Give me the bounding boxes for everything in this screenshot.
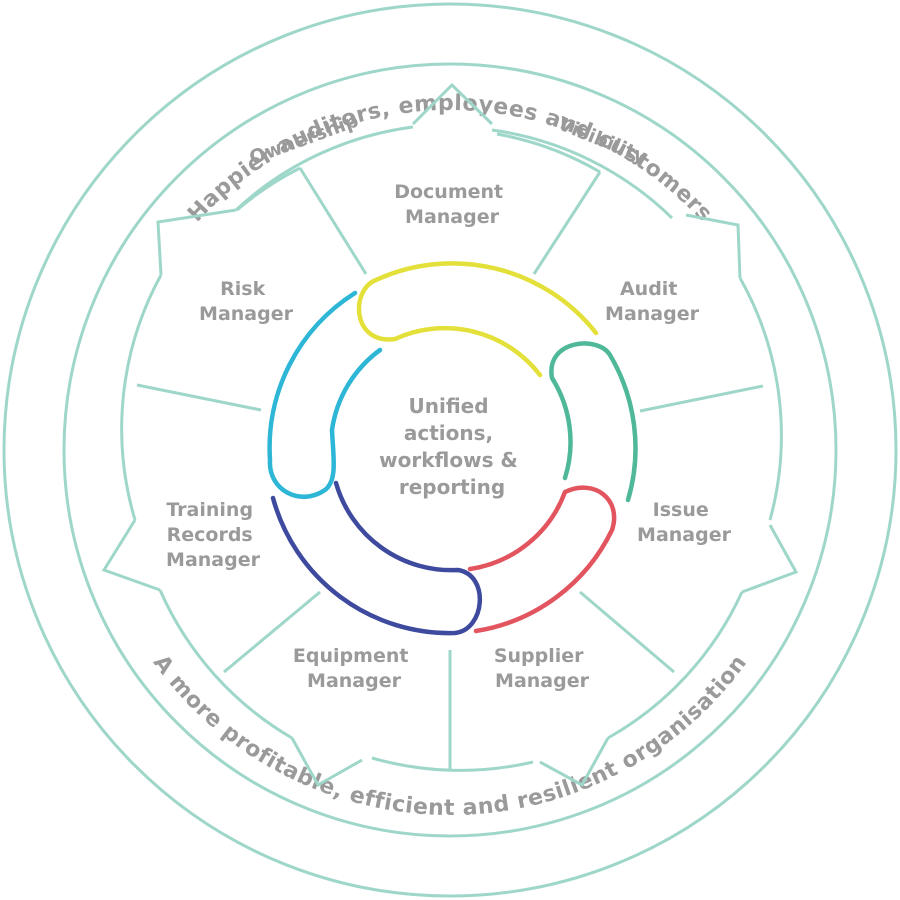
red-loop <box>467 485 617 634</box>
heptagon-point-lower-left <box>101 519 161 592</box>
module-training-records-manager: Training Records Manager <box>166 499 261 571</box>
heptagon-point-top <box>411 82 494 126</box>
spoke <box>639 384 764 413</box>
spoke <box>532 171 602 275</box>
cyan-loop <box>267 290 383 499</box>
heptagon-arc-left <box>120 274 163 521</box>
heptagon-point-bottom-left <box>290 737 363 788</box>
segment-arc <box>236 166 301 212</box>
central-loops <box>267 261 638 636</box>
heptagon-arc-bottom <box>371 756 534 772</box>
green-loop <box>549 341 638 503</box>
heptagon-arc-lower-left <box>158 589 293 740</box>
module-supplier-manager: Supplier Manager <box>494 645 590 692</box>
heptagon-point-upper-right <box>685 213 742 279</box>
module-equipment-manager: Equipment Manager <box>293 645 415 692</box>
spoke <box>579 590 675 674</box>
heptagon-arc-top-right <box>491 128 674 220</box>
navy-loop <box>270 480 483 636</box>
heptagon-point-upper-left <box>156 208 237 276</box>
spoke <box>298 167 368 275</box>
heptagon-frame <box>101 82 799 788</box>
heptagon-point-bottom-right <box>539 737 610 788</box>
spoke <box>136 383 262 412</box>
module-issue-manager: Issue Manager <box>637 499 732 546</box>
visibility-label: Visibility <box>555 113 650 169</box>
module-risk-manager: Risk Manager <box>199 278 294 325</box>
module-document-manager: Document Manager <box>394 181 510 228</box>
segment-arc <box>496 132 601 174</box>
center-label: Unified actions, workflows & reporting <box>379 394 525 499</box>
spokes <box>136 167 764 770</box>
heptagon-arc-lower-right <box>607 591 744 740</box>
heptagon-arc-top-left <box>234 125 414 212</box>
inner-ring <box>62 62 838 838</box>
segment-ring <box>236 132 601 212</box>
heptagon-point-lower-right <box>741 524 799 594</box>
spoke <box>223 590 321 674</box>
module-audit-manager: Audit Manager <box>605 278 700 325</box>
heptagon-arc-right <box>738 277 783 521</box>
yellow-loop <box>356 261 599 378</box>
